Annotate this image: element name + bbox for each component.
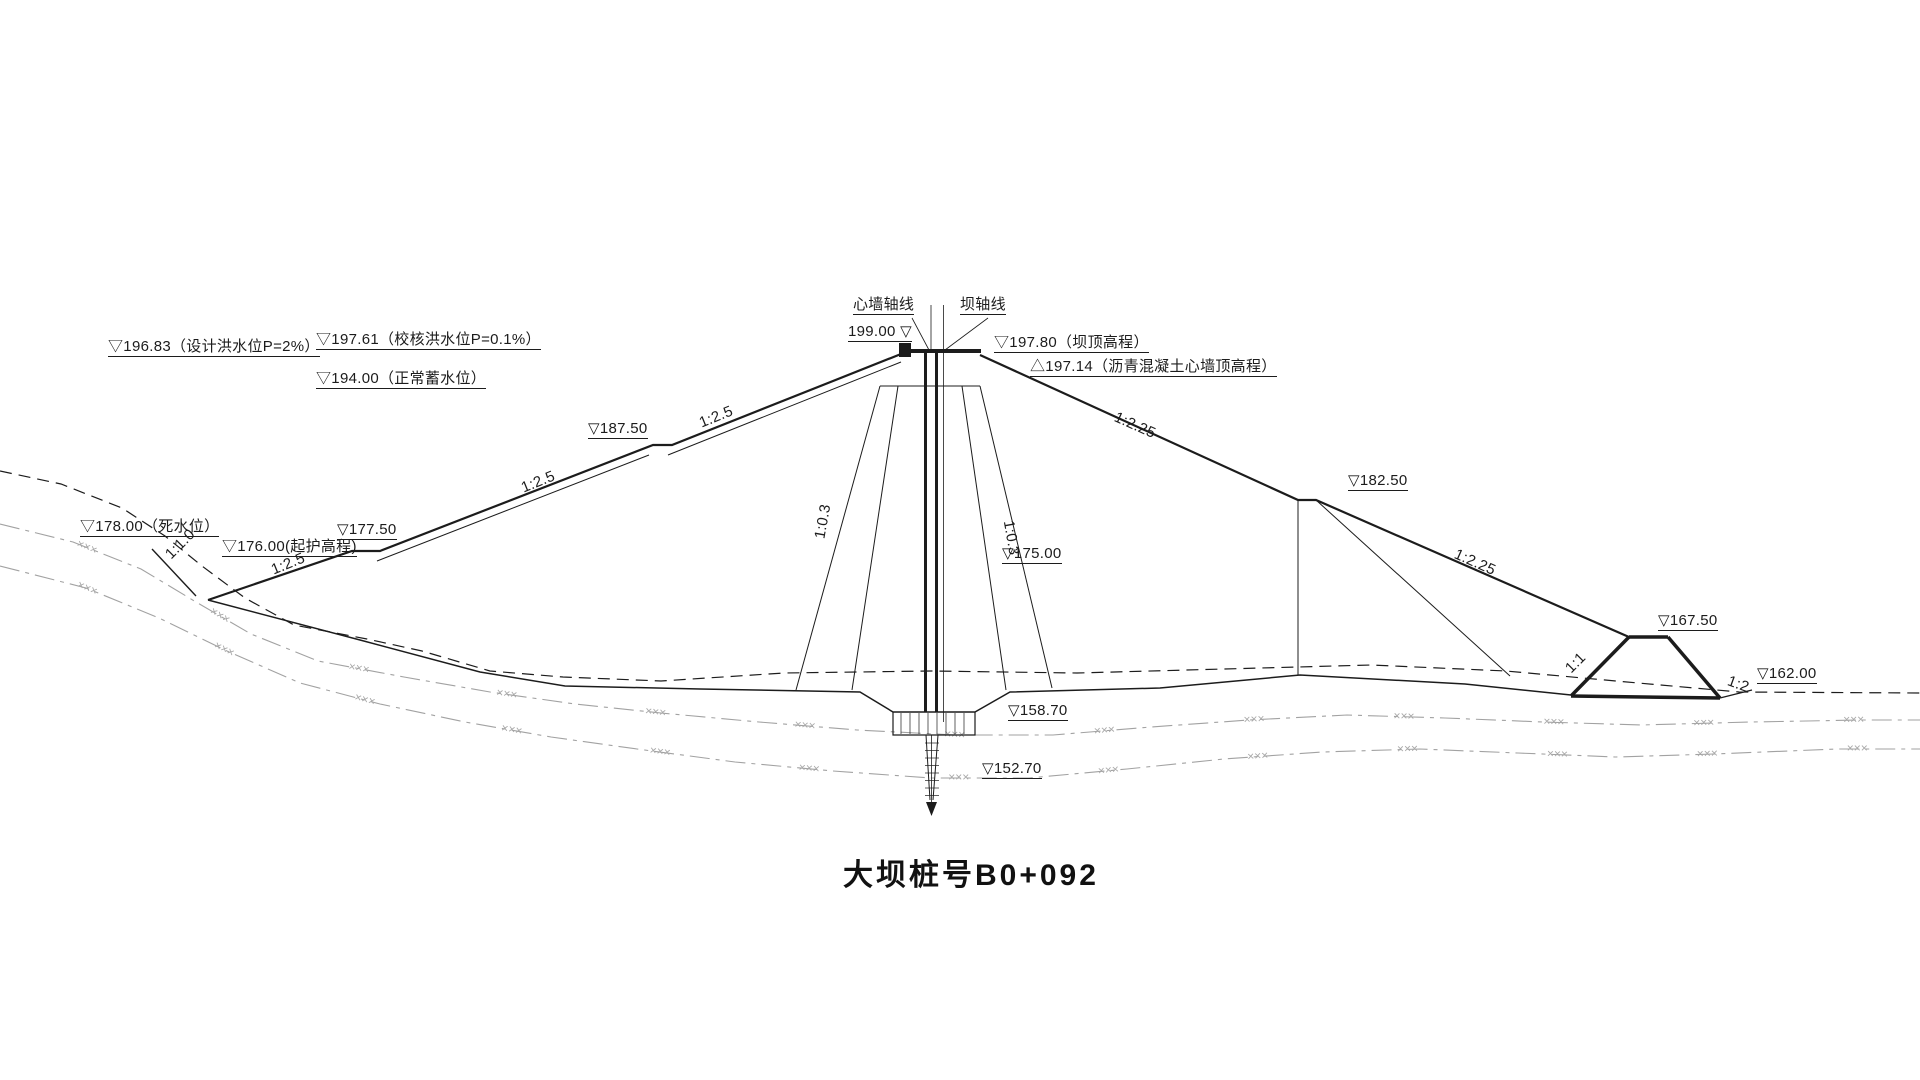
downstream-internal-incline: [1315, 499, 1511, 677]
stratum-x-mark: ×××: [208, 604, 233, 627]
prism-right-face: [1666, 635, 1722, 700]
stratum-x-mark: ×××: [649, 743, 672, 760]
leader-dam-axis: [944, 317, 989, 351]
stratum-x-mark: ×××: [794, 717, 816, 733]
transition-left-outer: [795, 385, 881, 691]
ground-after-prism: [1719, 689, 1753, 699]
stratum-x-mark: ×××: [353, 690, 377, 709]
transition-right-outer: [979, 385, 1053, 689]
grout-curtain-right: [932, 734, 939, 801]
upstream-face-inner-2: [376, 454, 650, 562]
upstream-face-inner-1: [667, 361, 902, 456]
stratum-x-mark: ×××: [948, 770, 969, 784]
stratum-x-mark: ×××: [75, 577, 100, 598]
transition-left-inner: [851, 385, 899, 691]
stratum-x-mark: ×××: [495, 685, 518, 702]
upstream-toe-slope: [151, 548, 197, 597]
stratum-x-mark: ×××: [212, 638, 237, 660]
leader-core-axis: [911, 317, 930, 351]
stratum-x-mark: ×××: [944, 727, 966, 742]
parapet-block: [899, 343, 911, 357]
prism-left-face: [1569, 635, 1631, 698]
stratum-x-mark: ×××: [1547, 746, 1569, 761]
stratum-x-mark: ×××: [500, 721, 523, 738]
stratum-x-mark: ×××: [1093, 722, 1115, 738]
stratum-x-mark: ×××: [1693, 715, 1714, 730]
foundation-line: [207, 599, 1572, 713]
prism-base: [1570, 694, 1721, 700]
stratum-x-mark: ×××: [1243, 711, 1265, 726]
stratum-upper: [0, 523, 1920, 736]
stratum-x-mark: ×××: [1543, 714, 1564, 729]
grout-arrowhead: [926, 802, 937, 816]
upstream-face: [207, 350, 907, 602]
stratum-x-mark: ×××: [798, 760, 820, 776]
stratum-x-mark: ×××: [1843, 712, 1864, 726]
stratum-x-mark: ×××: [75, 536, 100, 557]
stratum-x-mark: ×××: [347, 659, 370, 677]
drawing-title: 大坝桩号B0+092: [843, 859, 1099, 892]
stratum-x-mark: ×××: [1697, 746, 1718, 761]
stratum-x-mark: ×××: [1247, 748, 1269, 763]
stratum-x-mark: ×××: [644, 704, 666, 720]
stratum-x-mark: ×××: [1097, 762, 1119, 778]
plinth-outline: [892, 712, 976, 736]
stratum-x-mark: ×××: [1397, 741, 1418, 756]
transition-right-inner: [961, 385, 1007, 691]
downstream-face: [979, 353, 1630, 639]
stratum-x-mark: ×××: [1847, 741, 1868, 755]
terrain-line: [0, 470, 1920, 694]
stratum-lower: [0, 565, 1920, 779]
stratum-x-mark: ×××: [1393, 709, 1414, 724]
grout-curtain-left: [925, 734, 931, 801]
